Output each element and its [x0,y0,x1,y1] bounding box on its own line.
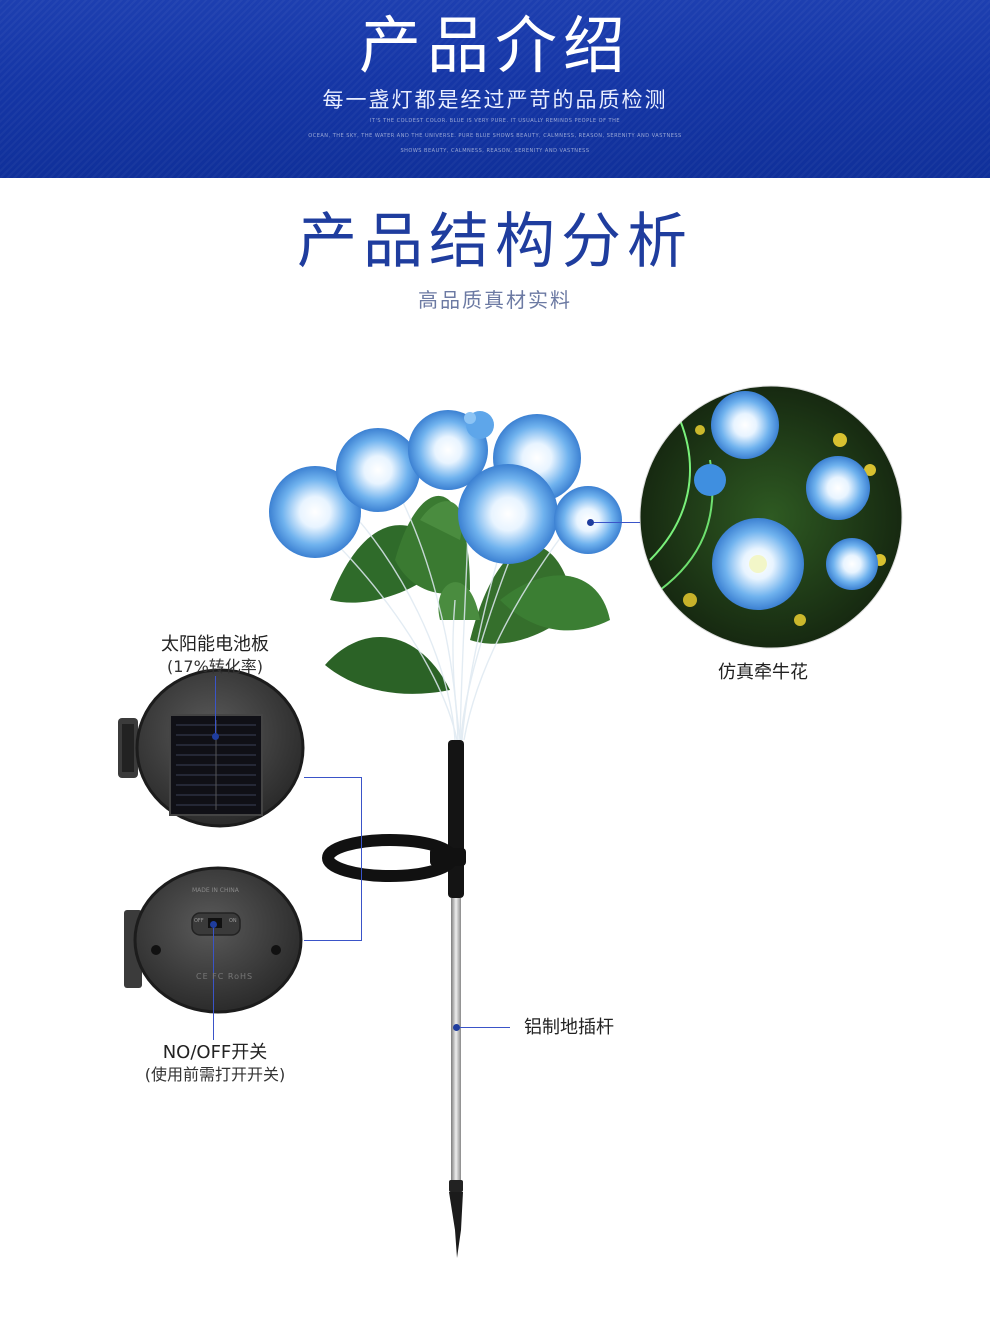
solar-callout-dot [212,733,219,740]
made-in-marking: MADE IN CHINA [192,887,239,894]
stake-callout-dot [453,1024,460,1031]
switch-title: NO/OFF开关 [162,1042,268,1063]
flower-closeup [639,385,903,649]
cert-marking: CE FC RoHS [196,972,254,981]
section-title: 产品结构分析 [297,207,693,277]
solar-panel-title: 太阳能电池板 [161,634,269,655]
banner-tiny-text: OCEAN, THE SKY, THE WATER AND THE UNIVER… [308,133,682,139]
flower-label: 仿真牵牛花 [718,662,808,683]
top-banner: 产品介绍 每一盏灯都是经过严苛的品质检测 IT'S THE COLDEST CO… [0,0,990,178]
ground-stake [448,740,464,1258]
bracket-link-top [304,777,362,778]
solar-panel-unit [118,668,305,828]
stake-label: 铝制地插杆 [524,1017,614,1038]
banner-tiny-text: SHOWS BEAUTY, CALMNESS, REASON, SERENITY… [400,148,590,154]
banner-title: 产品介绍 [358,9,631,82]
switch-note: (使用前需打开开关) [144,1065,286,1084]
switch-label: NO/OFF开关 (使用前需打开开关) [110,1042,320,1086]
solar-panel-note: (17%转化率) [166,657,264,676]
stake-callout-line [456,1027,510,1028]
switch-off-marking: OFF [194,918,204,924]
solar-callout-line [215,676,216,736]
bracket-link-vertical [361,777,362,940]
switch-callout-line [213,924,214,1040]
solar-panel-label: 太阳能电池板 (17%转化率) [130,634,300,678]
bracket-link-bottom [304,940,362,941]
flower-callout-line [590,522,640,523]
flower-callout-dot [587,519,594,526]
switch-callout-dot [210,921,217,928]
panel-bracket [322,834,466,882]
banner-tiny-text: IT'S THE COLDEST COLOR. BLUE IS VERY PUR… [369,118,621,124]
section-subtitle: 高品质真材实料 [418,288,572,312]
switch-on-marking: ON [229,918,237,924]
banner-subtitle: 每一盏灯都是经过严苛的品质检测 [322,88,668,112]
